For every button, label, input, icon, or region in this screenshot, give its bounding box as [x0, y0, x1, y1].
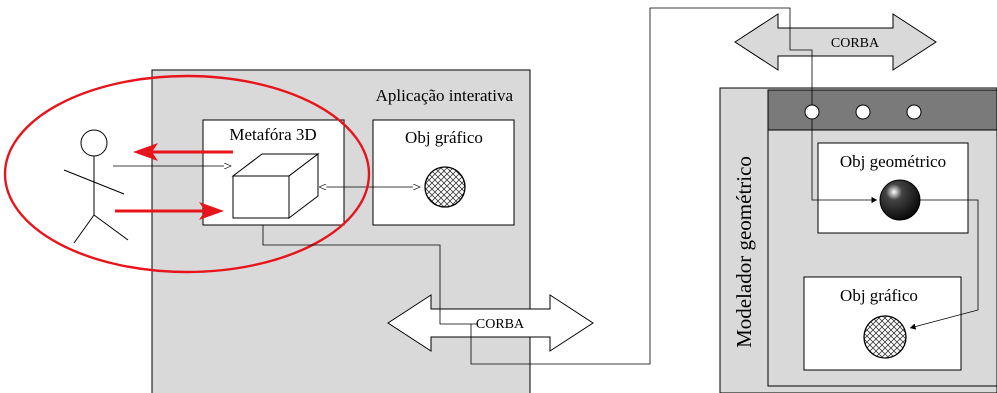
metaphor-to-corba-line	[262, 225, 477, 325]
metaphor-3d-label: Metafóra 3D	[229, 125, 316, 144]
red-feedback-arrow	[133, 143, 233, 161]
app-graphic-object-label: Obj gráfico	[405, 128, 483, 147]
connector-port-2	[855, 104, 871, 120]
modeler-graphic-object-label: Obj gráfico	[840, 286, 918, 305]
corba-top-label: CORBA	[831, 36, 880, 51]
user-figure-icon	[63, 129, 129, 244]
geometric-object-label: Obj geométrico	[840, 152, 946, 171]
corba-bottom-label: CORBA	[476, 317, 525, 332]
port-to-geometric-object-line	[811, 119, 877, 204]
modeler-toolbar	[767, 89, 997, 131]
corba-top-arrow	[734, 13, 937, 71]
interaction-highlight-ellipse	[3, 74, 371, 274]
application-title: Aplicação interativa	[376, 86, 514, 105]
solid-sphere-icon	[879, 179, 921, 221]
connector-port-3	[906, 104, 922, 120]
corba-to-modeler-line	[470, 7, 813, 365]
cube-icon	[231, 152, 320, 220]
modeler-title: Modelador geométrico	[732, 156, 756, 348]
mesh-sphere-icon	[424, 166, 466, 208]
connector-port-1	[804, 104, 820, 120]
modeler-mesh-sphere-icon	[863, 315, 907, 359]
application-panel	[151, 69, 531, 393]
geometric-to-graphic-object-line	[909, 199, 979, 330]
corba-bottom-arrow	[387, 294, 594, 352]
red-input-arrow	[115, 202, 224, 220]
